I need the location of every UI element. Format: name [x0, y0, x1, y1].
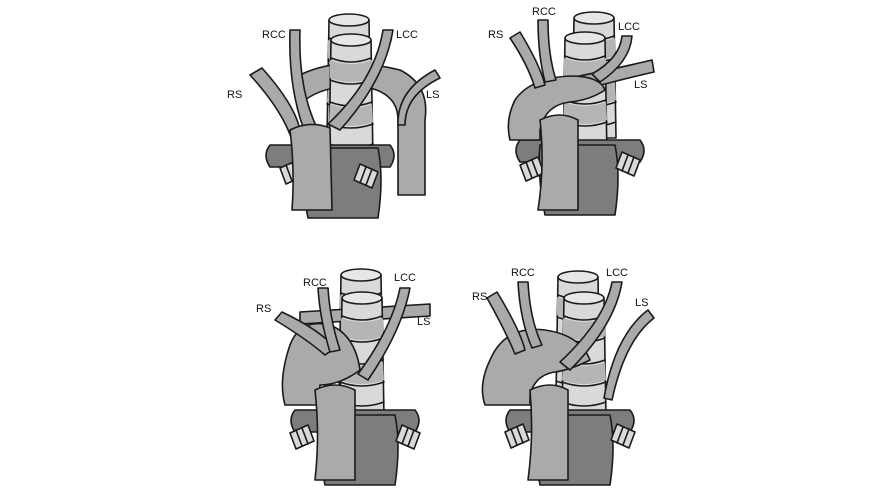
label-rcc: RCC: [511, 267, 535, 279]
label-rs: RS: [227, 89, 242, 101]
lcc-vessel: [357, 287, 411, 381]
label-ls: LS: [635, 297, 648, 309]
label-ls: LS: [417, 316, 430, 328]
ascending-aorta: [537, 114, 579, 211]
label-lcc: LCC: [394, 272, 416, 284]
ascending-aorta: [314, 384, 356, 481]
label-lcc: LCC: [606, 267, 628, 279]
lcc-vessel: [559, 281, 623, 371]
rcc-vessel: [317, 287, 341, 353]
label-lcc: LCC: [396, 29, 418, 41]
ascending-aorta: [527, 384, 569, 481]
label-rs: RS: [488, 29, 503, 41]
rcc-vessel: [537, 19, 557, 83]
label-ls: LS: [634, 79, 647, 91]
label-lcc: LCC: [618, 21, 640, 33]
ls-vessel: [397, 69, 441, 126]
aortic-arch: [507, 75, 606, 141]
rs-vessel: [486, 291, 526, 355]
label-ls: LS: [426, 89, 439, 101]
ls-vessel: [603, 309, 655, 401]
panel-bottom-right: RCC LCC RS LS: [472, 267, 655, 486]
label-rs: RS: [472, 291, 487, 303]
label-rcc: RCC: [262, 29, 286, 41]
panel-top-right: RCC LCC RS LS: [488, 6, 655, 216]
label-rcc: RCC: [303, 277, 327, 289]
lcc-vessel: [327, 29, 394, 131]
label-rs: RS: [256, 303, 271, 315]
panel-top-left: RCC LCC RS LS: [227, 13, 441, 219]
panel-bottom-left: RCC LCC RS LS: [256, 268, 431, 486]
rcc-vessel: [517, 281, 543, 349]
innominate-trunk: [289, 123, 333, 211]
lcc-vessel: [591, 35, 633, 83]
label-rcc: RCC: [532, 6, 556, 18]
rs-vessel: [509, 31, 546, 89]
